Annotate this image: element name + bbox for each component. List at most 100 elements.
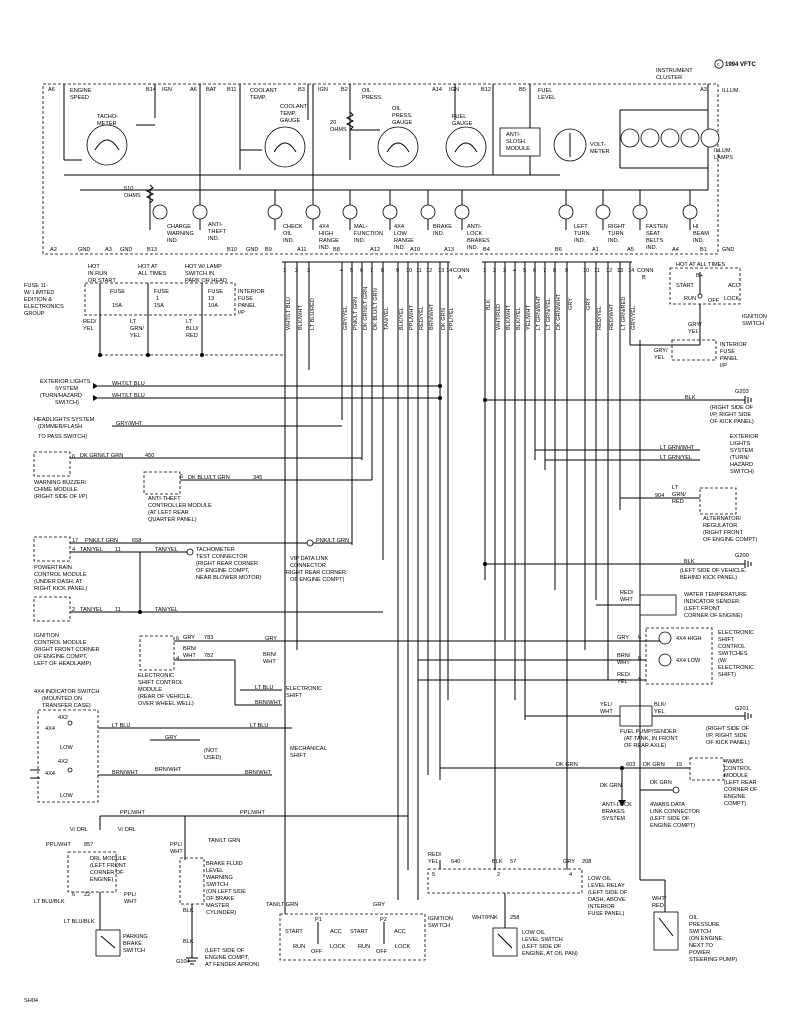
svg-text:LT BLU/BLK: LT BLU/BLK: [34, 899, 65, 905]
svg-text:WHT/LT BLU: WHT/LT BLU: [112, 381, 145, 387]
voltmeter-gauge: VOLT-METER: [553, 128, 610, 162]
svg-text:USED): USED): [204, 755, 222, 761]
svg-text:11: 11: [115, 547, 121, 553]
connector-b-wire-labels: BLK WHT/RED BLK/WHT BLK/YEL YEL/WHT LT G…: [486, 293, 637, 330]
svg-text:DK GRN: DK GRN: [650, 780, 672, 786]
svg-text:(LEFT REAR: (LEFT REAR: [724, 780, 757, 786]
svg-text:4X2: 4X2: [58, 715, 68, 721]
svg-text:LOCK: LOCK: [330, 944, 346, 950]
svg-text:BLK/WHT: BLK/WHT: [506, 305, 512, 330]
svg-text:A11: A11: [297, 247, 307, 253]
svg-text:RED/: RED/: [620, 590, 634, 596]
svg-text:A: A: [458, 275, 462, 281]
svg-text:ALL TIMES: ALL TIMES: [138, 271, 167, 277]
svg-text:WARNING: WARNING: [206, 875, 233, 881]
svg-text:NEXT TO: NEXT TO: [689, 943, 714, 949]
svg-text:BRAKE: BRAKE: [433, 224, 452, 230]
oil-pressure-switch: WHT/RED OIL PRESSURE SWITCH (ON ENGINE, …: [652, 880, 737, 963]
tachometer-gauge: TACHO-METER: [86, 114, 128, 166]
svg-text:RANGE: RANGE: [394, 238, 414, 244]
svg-text:658: 658: [132, 538, 141, 544]
svg-text:BRN/WHT: BRN/WHT: [245, 770, 272, 776]
svg-text:WHT: WHT: [170, 849, 183, 855]
svg-text:LT BLU/BLK: LT BLU/BLK: [64, 919, 95, 925]
svg-text:BEAM: BEAM: [693, 231, 709, 237]
svg-text:14: 14: [446, 268, 452, 274]
svg-text:IND.: IND.: [433, 231, 445, 237]
svg-text:YEL: YEL: [654, 709, 665, 715]
svg-text:11: 11: [594, 268, 600, 274]
svg-text:BRN/: BRN/: [617, 653, 631, 659]
svg-text:DK GRN: DK GRN: [600, 783, 622, 789]
svg-text:345: 345: [253, 475, 262, 481]
svg-text:OVER WHEEL WELL): OVER WHEEL WELL): [138, 701, 194, 707]
svg-text:DK GRN: DK GRN: [441, 308, 447, 330]
svg-text:B8: B8: [333, 247, 340, 253]
svg-text:BLK/YEL: BLK/YEL: [399, 307, 405, 330]
svg-text:W/ LIMITED: W/ LIMITED: [24, 290, 54, 296]
svg-text:TAN/YEL: TAN/YEL: [80, 547, 103, 553]
svg-text:GRY: GRY: [586, 298, 592, 310]
svg-text:c: c: [717, 62, 720, 68]
svg-text:GRY: GRY: [563, 859, 575, 865]
svg-text:12: 12: [606, 268, 612, 274]
svg-text:PPL/: PPL/: [170, 842, 183, 848]
svg-text:B11: B11: [227, 87, 237, 93]
svg-text:YEL: YEL: [617, 679, 628, 685]
svg-text:LOCK: LOCK: [395, 944, 411, 950]
page-code: SH04: [24, 998, 38, 1004]
svg-text:17: 17: [72, 538, 78, 544]
svg-text:LIGHTS: LIGHTS: [730, 441, 750, 447]
svg-text:B6: B6: [555, 247, 562, 253]
svg-text:OFF: OFF: [311, 949, 323, 955]
svg-text:ENGINE COMPT): ENGINE COMPT): [650, 823, 695, 829]
svg-text:B10: B10: [227, 247, 237, 253]
svg-text:IND.: IND.: [283, 238, 295, 244]
connector-a-wire-labels: WHT/LT BLU BLK/WHT LT BLU/RED GRY/YEL PN…: [286, 287, 455, 330]
svg-text:SYSTEM: SYSTEM: [602, 816, 625, 822]
svg-text:510: 510: [124, 186, 133, 192]
svg-text:OF BRAKE: OF BRAKE: [206, 896, 235, 902]
svg-text:(DIMMER/FLASH: (DIMMER/FLASH: [38, 424, 82, 430]
svg-text:(LEFT SIDE OF VEHICLE,: (LEFT SIDE OF VEHICLE,: [680, 568, 747, 574]
x4-indicator-switch: 4X4 INDICATOR SWITCH (MOUNTED ON TRANSFE…: [30, 689, 327, 803]
svg-text:IGN: IGN: [162, 87, 172, 93]
svg-text:YEL: YEL: [83, 326, 94, 332]
svg-text:OF KICK PANEL): OF KICK PANEL): [710, 419, 754, 425]
svg-text:TURN: TURN: [608, 231, 624, 237]
svg-text:LOW OIL: LOW OIL: [522, 930, 545, 936]
svg-text:WHT/PNK: WHT/PNK: [472, 915, 498, 921]
svg-text:IND.: IND.: [693, 238, 705, 244]
svg-text:HAZARD: HAZARD: [730, 462, 753, 468]
svg-text:CONN: CONN: [453, 268, 469, 274]
svg-text:G201: G201: [735, 706, 749, 712]
svg-text:ANTI-: ANTI-: [506, 132, 521, 138]
svg-text:CONTROL MODULE: CONTROL MODULE: [34, 640, 87, 646]
svg-text:PPL/WHT: PPL/WHT: [409, 305, 415, 330]
svg-text:COOLANT: COOLANT: [250, 88, 278, 94]
svg-text:10: 10: [583, 268, 589, 274]
svg-text:FUSE: FUSE: [238, 296, 253, 302]
svg-text:WHT: WHT: [600, 709, 613, 715]
svg-text:STEERING PUMP): STEERING PUMP): [689, 957, 737, 963]
svg-text:FUNCTION: FUNCTION: [354, 231, 383, 237]
svg-text:HOT AT: HOT AT: [138, 264, 158, 270]
svg-text:GRN/: GRN/: [130, 326, 144, 332]
svg-text:14: 14: [628, 268, 634, 274]
svg-text:WHT/LT BLU: WHT/LT BLU: [286, 297, 292, 330]
svg-text:PPL/WHT: PPL/WHT: [120, 810, 145, 816]
svg-text:SWITCH: SWITCH: [123, 948, 145, 954]
abs-module: DK GRN 603 DK GRN 15 4WABS CONTROL MODUL…: [440, 757, 758, 829]
svg-text:LEVEL RELAY: LEVEL RELAY: [588, 883, 625, 889]
svg-text:LINK CONNECTOR: LINK CONNECTOR: [650, 809, 700, 815]
svg-text:ELECTRONIC: ELECTRONIC: [138, 673, 174, 679]
svg-text:POWER: POWER: [689, 950, 710, 956]
svg-text:LT: LT: [186, 319, 193, 325]
